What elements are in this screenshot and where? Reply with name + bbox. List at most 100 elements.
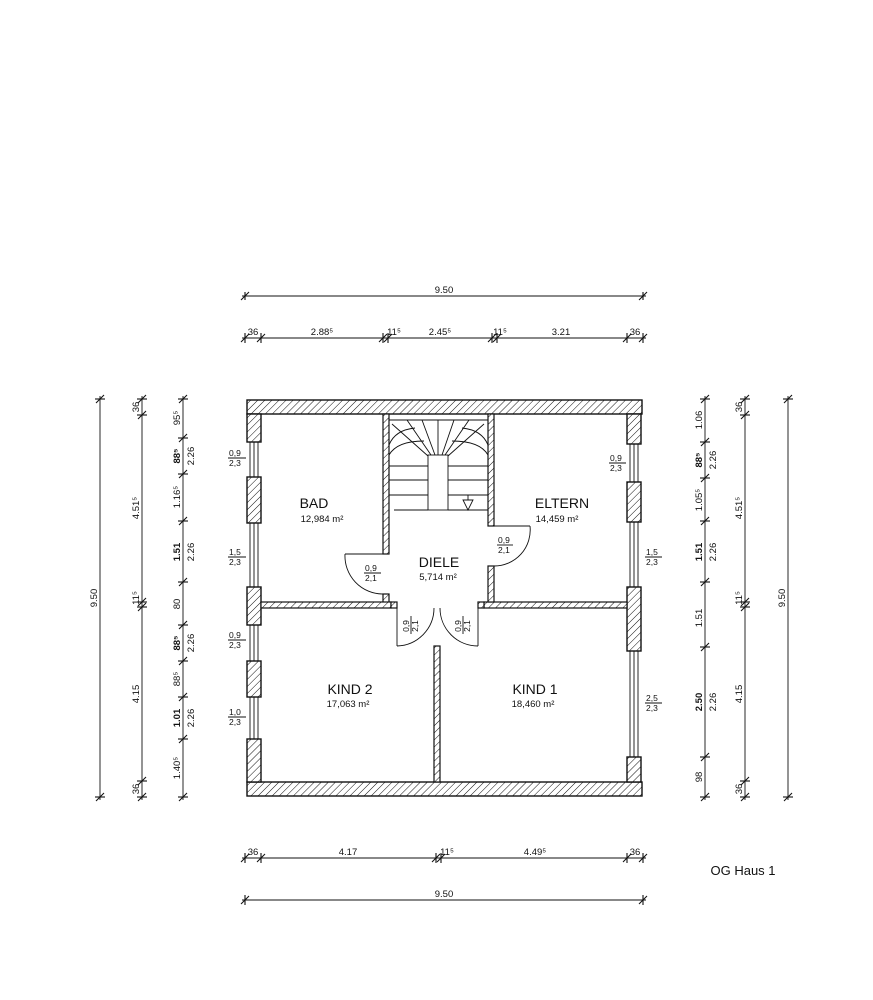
opening-label-door-kind2: 0,9 2,1 [401,616,420,634]
svg-text:2,3: 2,3 [610,463,622,473]
top-seg-label: 2.88⁵ [311,327,333,338]
svg-text:0,9: 0,9 [365,563,377,573]
svg-text:0,9: 0,9 [229,448,241,458]
bottom-total-dimension: 9.50 [240,889,648,905]
left-total-label: 9.50 [89,589,100,608]
left-windows [249,442,259,739]
right-inner-label: 88⁵ [694,452,705,467]
right-mid-label: 36 [734,784,745,795]
left-inner-label: 1.01 [172,708,183,727]
top-seg-label: 2.45⁵ [429,327,451,338]
right-inner-label: 1.05⁵ [694,489,705,511]
right-inner-label: 2.50 [694,693,705,712]
svg-text:2,3: 2,3 [229,717,241,727]
svg-text:1,5: 1,5 [229,547,241,557]
room-area-eltern: 14,459 m² [536,514,579,525]
left-inner-label: 95⁵ [172,411,183,426]
left-inner-label: 1.40⁵ [172,757,183,779]
svg-text:2,3: 2,3 [646,703,658,713]
left-inner-dimension: 95⁵ 88⁵ 1.16⁵ 1.51 80 88⁵ 88⁵ 1.01 1.40⁵… [172,394,197,802]
right-inner-dimension: 1.06 88⁵ 1.05⁵ 1.51 1.51 2.50 98 2.26 2.… [694,394,719,802]
right-total-dimension: 9.50 [777,394,793,802]
left-height-label: 2.26 [186,543,197,562]
right-mid-dimension: 36 4.51⁵ 11⁵ 4.15 36 [734,394,750,802]
opening-label-kind2-w2: 1,0 2,3 [228,707,246,727]
right-mid-label: 11⁵ [734,591,745,605]
svg-text:0,9: 0,9 [229,630,241,640]
right-total-label: 9.50 [777,589,788,608]
opening-label-kind1-w1: 2,5 2,3 [645,693,662,713]
right-inner-label: 1.06 [694,411,705,430]
top-seg-label: 11⁵ [387,327,401,338]
svg-text:0,9: 0,9 [498,535,510,545]
svg-text:0,9: 0,9 [610,453,622,463]
left-mid-label: 4.51⁵ [131,497,142,519]
right-inner-label: 1.51 [694,609,705,628]
bottom-seg-label: 4.49⁵ [524,847,546,858]
bottom-total-label: 9.50 [435,889,454,900]
left-inner-label: 88⁵ [172,672,183,687]
top-seg-label: 36 [630,327,641,338]
svg-text:2,1: 2,1 [365,573,377,583]
svg-text:2,3: 2,3 [229,458,241,468]
right-height-label: 2.26 [708,451,719,470]
room-name-bad: BAD [300,495,329,511]
svg-text:2,3: 2,3 [229,557,241,567]
svg-text:1,0: 1,0 [229,707,241,717]
top-seg-label: 3.21 [552,327,571,338]
left-mid-label: 11⁵ [131,591,142,605]
left-mid-dimension: 36 4.51⁵ 11⁵ 4.15 36 [131,394,147,802]
room-name-diele: DIELE [419,554,459,570]
svg-text:0,9: 0,9 [453,620,463,632]
room-name-kind2: KIND 2 [327,681,372,697]
svg-text:2,5: 2,5 [646,693,658,703]
door-kind2 [396,607,435,647]
svg-text:2,1: 2,1 [410,620,420,632]
left-height-label: 2.26 [186,709,197,728]
left-inner-label: 88⁵ [172,635,183,650]
left-total-dimension: 9.50 [89,394,105,802]
room-area-diele: 5,714 m² [419,572,457,583]
staircase [388,419,489,512]
left-mid-label: 36 [131,784,142,795]
opening-label-kind2-w1: 0,9 2,3 [228,630,246,650]
svg-text:0,9: 0,9 [401,620,411,632]
plan-caption: OG Haus 1 [710,863,775,878]
right-inner-label: 98 [694,772,705,783]
left-inner-label: 80 [172,599,183,610]
interior-walls [260,413,628,783]
right-height-label: 2.26 [708,543,719,562]
bottom-seg-label: 4.17 [339,847,358,858]
room-area-kind2: 17,063 m² [327,699,370,710]
right-inner-label: 1.51 [694,542,705,561]
top-total-dimension: 9.50 [240,285,648,301]
svg-text:1,5: 1,5 [646,547,658,557]
opening-label-eltern-w1: 0,9 2,3 [609,453,626,473]
right-height-label: 2.26 [708,693,719,712]
door-bad [344,553,384,595]
svg-text:2,3: 2,3 [229,640,241,650]
left-mid-label: 4.15 [131,685,142,704]
right-mid-label: 4.51⁵ [734,497,745,519]
left-inner-label: 1.16⁵ [172,486,183,508]
svg-text:2,1: 2,1 [462,620,472,632]
room-area-kind1: 18,460 m² [512,699,555,710]
bottom-seg-label: 11⁵ [440,847,454,858]
left-height-label: 2.26 [186,447,197,466]
right-mid-label: 36 [734,402,745,413]
door-kind1 [439,607,479,647]
bottom-seg-label: 36 [248,847,259,858]
opening-label-eltern-w2: 1,5 2,3 [645,547,662,567]
bottom-seg-label: 36 [630,847,641,858]
room-area-bad: 12,984 m² [301,514,344,525]
bottom-segment-dimension: 36 4.17 11⁵ 4.49⁵ 36 [240,847,648,863]
left-height-label: 2.26 [186,634,197,653]
room-name-eltern: ELTERN [535,495,589,511]
left-mid-label: 36 [131,402,142,413]
top-seg-label: 11⁵ [493,327,507,338]
door-eltern [493,525,531,567]
opening-label-door-eltern: 0,9 2,1 [497,535,513,555]
left-inner-label: 1.51 [172,542,183,561]
opening-label-bad-w1: 0,9 2,3 [228,448,246,468]
